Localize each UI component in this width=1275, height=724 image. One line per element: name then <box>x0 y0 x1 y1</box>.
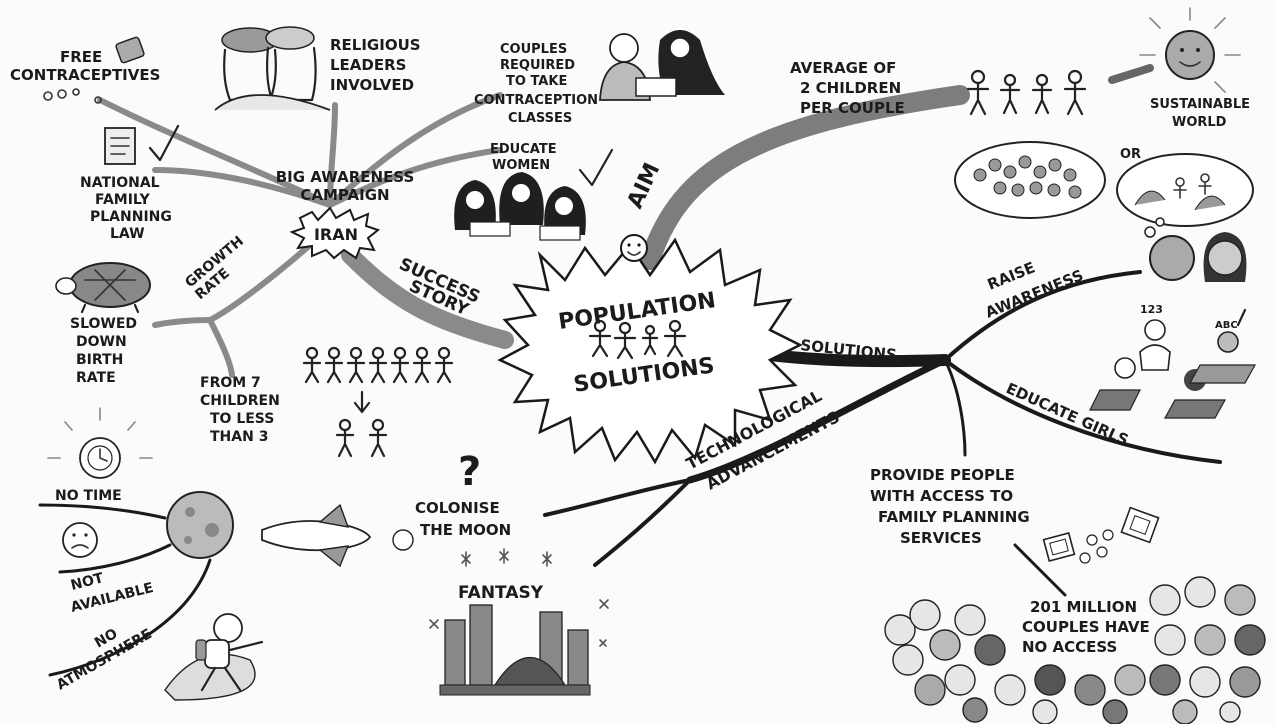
religious-leaders-2: LEADERS <box>330 56 406 74</box>
arrow-to-world-icon <box>1108 64 1154 84</box>
access-2: WITH ACCESS TO <box>870 487 1013 505</box>
couples-classes-1: COUPLES <box>500 42 567 57</box>
question-mark: ? <box>458 449 481 495</box>
rocket-icon <box>261 503 414 568</box>
average-1: AVERAGE OF <box>790 59 896 77</box>
two-child-family-icon <box>966 69 1087 116</box>
average-3: PER COUPLE <box>800 99 905 117</box>
fantasy-city-icon: FANTASY <box>429 548 609 696</box>
million-3: NO ACCESS <box>1022 638 1117 656</box>
girls-in-class-icon: 123 ABC <box>1089 303 1257 419</box>
religious-leaders-1: RELIGIOUS <box>330 36 421 54</box>
clock-sun-icon <box>47 407 153 479</box>
access-3: FAMILY PLANNING <box>878 508 1030 526</box>
bubble-dots <box>1144 217 1165 238</box>
iran-label: IRAN <box>314 225 358 244</box>
happy-globe-icon <box>1139 7 1241 93</box>
moon-branch-notavail <box>58 543 172 574</box>
solutions-branch <box>764 349 951 368</box>
million-2: COUPLES HAVE <box>1022 618 1150 636</box>
seven-children-icon <box>302 346 454 384</box>
colonise-1: COLONISE <box>415 499 500 517</box>
board-numbers: 123 <box>1140 303 1163 316</box>
law-document-icon <box>104 124 180 165</box>
aim-label: AIM <box>623 159 666 212</box>
contraceptive-pack-icon <box>1042 506 1160 564</box>
family-icon <box>588 319 687 360</box>
pill-pack-icon <box>43 36 145 104</box>
seven-to-three-2: CHILDREN <box>200 393 280 409</box>
burst-shape <box>497 237 803 465</box>
slowed-1: SLOWED <box>70 316 137 332</box>
or-label: OR <box>1120 147 1141 162</box>
access-branch <box>943 358 967 457</box>
couple-reading-icon <box>599 30 725 101</box>
seven-to-three-4: THAN 3 <box>210 429 268 445</box>
two-children-icon <box>335 418 388 458</box>
slowed-4: RATE <box>76 370 116 386</box>
down-arrow-icon <box>353 390 371 414</box>
moon-icon <box>166 491 234 559</box>
couples-classes-2: REQUIRED <box>500 58 575 73</box>
moon-branch-notime <box>38 503 167 520</box>
aim-branch <box>640 85 970 270</box>
success-story-branch <box>341 246 514 349</box>
million-1: 201 MILLION <box>1030 598 1137 616</box>
colonise-branch <box>543 478 692 517</box>
couples-classes-5: CLASSES <box>508 111 572 126</box>
family-law-3: PLANNING <box>90 209 172 225</box>
free-contraceptives-1: FREE <box>60 48 102 66</box>
sustainable-1: SUSTAINABLE <box>1150 97 1250 112</box>
seven-to-three-1: FROM 7 <box>200 375 261 391</box>
family-law-4: LAW <box>110 226 145 242</box>
seven-to-three-3: TO LESS <box>210 411 274 427</box>
family-law-1: NATIONAL <box>80 175 160 191</box>
two-faces-icon <box>1149 232 1247 282</box>
moon-branch-noatmos <box>48 558 212 677</box>
access-1: PROVIDE PEOPLE <box>870 466 1015 484</box>
educate-girls-branch <box>943 358 1222 464</box>
astronaut-icon <box>164 613 264 701</box>
women-students-icon <box>454 172 586 241</box>
million-branch <box>1013 543 1067 597</box>
thought-cloud-crowded-icon <box>954 141 1106 219</box>
checkmark-icon <box>578 148 614 187</box>
board-letters: ABC <box>1215 320 1238 331</box>
slowed-3: BIRTH <box>76 352 123 368</box>
not-available-1: NOT <box>69 570 105 594</box>
educate-women-2: WOMEN <box>492 158 550 173</box>
sustainable-2: WORLD <box>1172 115 1227 130</box>
technological-branch <box>686 356 949 484</box>
campaign-label-2: CAMPAIGN <box>300 186 389 204</box>
no-time-label: NO TIME <box>55 488 122 504</box>
religious-leaders-3: INVOLVED <box>330 76 414 94</box>
fantasy-label: FANTASY <box>458 583 544 603</box>
couples-classes-3: TO TAKE <box>506 74 567 89</box>
average-2: 2 CHILDREN <box>800 79 901 97</box>
sad-face-icon <box>62 522 98 558</box>
religious-leaders-icon <box>214 26 331 111</box>
iran-burst <box>289 206 381 260</box>
free-contraceptives-2: CONTRACEPTIVES <box>10 66 160 84</box>
slowed-2: DOWN <box>76 334 127 350</box>
access-4: SERVICES <box>900 529 982 547</box>
central-burst: POPULATION SOLUTIONS <box>497 234 803 465</box>
raise-awareness-branch <box>943 270 1142 362</box>
tortoise-icon <box>55 262 151 314</box>
thought-cloud-sustainable-icon <box>1116 153 1254 227</box>
crowd-faces-icon <box>884 576 1266 724</box>
colonise-2: THE MOON <box>420 521 511 539</box>
educate-women-1: EDUCATE <box>490 142 557 157</box>
family-law-2: FAMILY <box>95 192 151 208</box>
fantasy-branch <box>593 478 692 567</box>
campaign-label-1: BIG AWARENESS <box>276 168 415 186</box>
smiley-face-icon <box>620 234 648 262</box>
couples-classes-4: CONTRACEPTION <box>474 93 598 108</box>
iran-sub-branches <box>97 92 503 378</box>
